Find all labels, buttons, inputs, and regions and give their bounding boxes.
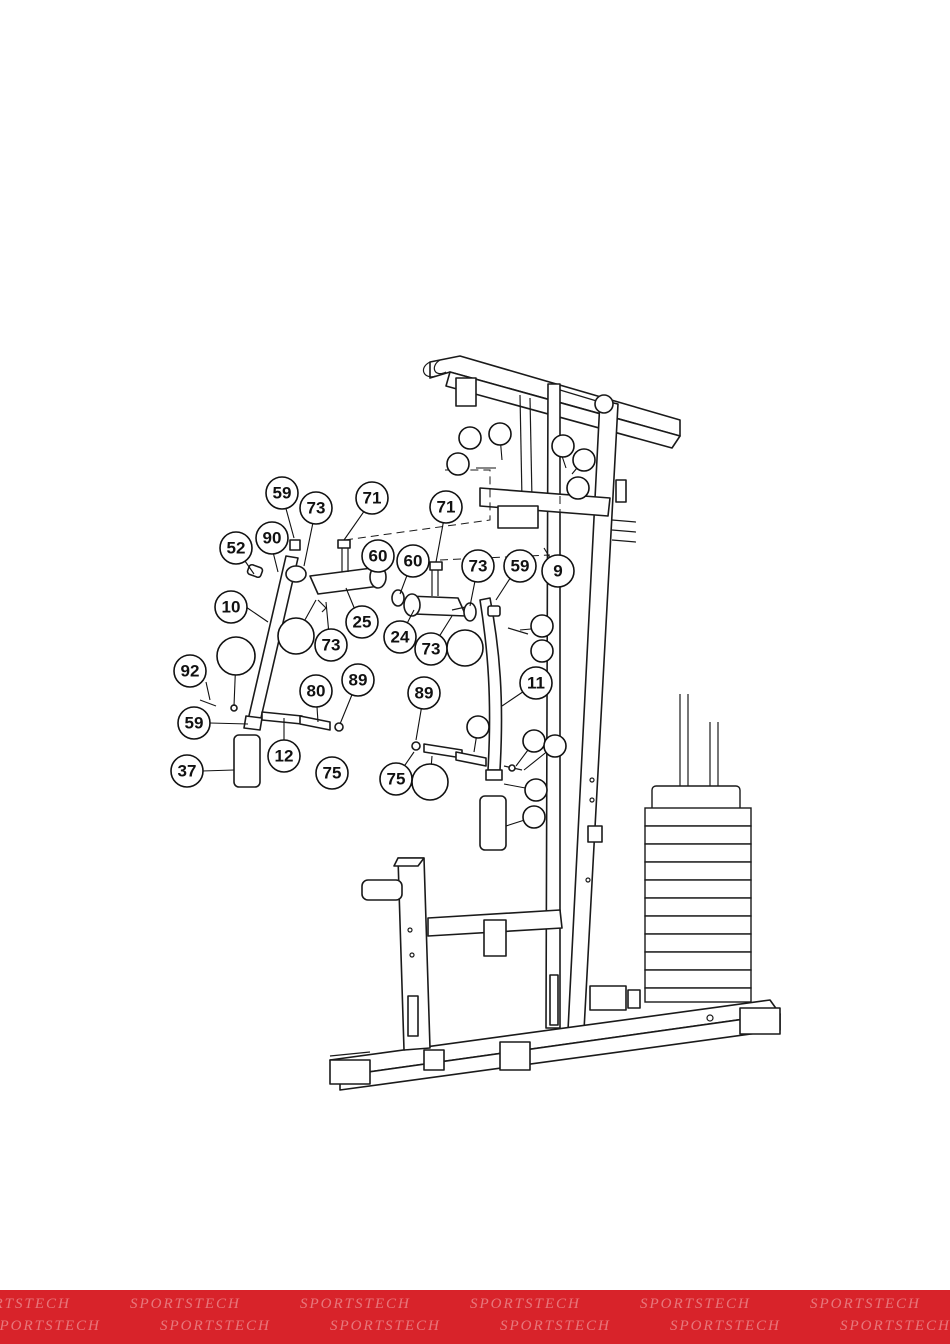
watermark-text: SPORTSTECH [640, 1296, 810, 1313]
svg-text:24: 24 [391, 628, 410, 647]
svg-text:73: 73 [322, 636, 341, 655]
callout-blank [525, 779, 547, 801]
callout-89: 89 [408, 677, 440, 709]
watermark-text: SPORTSTECH [670, 1318, 840, 1335]
callout-71: 71 [430, 491, 462, 523]
svg-text:59: 59 [185, 714, 204, 733]
callout-blank [573, 449, 595, 471]
svg-text:73: 73 [422, 640, 441, 659]
svg-text:12: 12 [275, 747, 294, 766]
callout-blank [567, 477, 589, 499]
callout-73: 73 [462, 550, 494, 582]
watermark-text: SPORTSTECH [300, 1296, 470, 1313]
brand-footer-band: SPORTSTECHSPORTSTECHSPORTSTECHSPORTSTECH… [0, 1290, 950, 1344]
watermark-text: SPORTSTECH [130, 1296, 300, 1313]
callout-blank [489, 423, 511, 445]
svg-text:60: 60 [404, 552, 423, 571]
callout-73: 73 [415, 633, 447, 665]
callout-blank [531, 640, 553, 662]
callout-12: 12 [268, 740, 300, 772]
watermark-text: SPORTSTECH [0, 1296, 130, 1313]
callout-60: 60 [362, 540, 394, 572]
svg-text:25: 25 [353, 613, 372, 632]
callout-52: 52 [220, 532, 252, 564]
watermark-text: SPORTSTECH [160, 1318, 330, 1335]
callout-73: 73 [315, 629, 347, 661]
svg-text:59: 59 [511, 557, 530, 576]
svg-text:73: 73 [469, 557, 488, 576]
svg-text:52: 52 [227, 539, 246, 558]
callout-blank [278, 618, 314, 654]
callout-blank [412, 764, 448, 800]
svg-text:9: 9 [553, 562, 562, 581]
callout-11: 11 [520, 667, 552, 699]
callout-blank [447, 630, 483, 666]
svg-text:75: 75 [323, 764, 342, 783]
callout-blank [552, 435, 574, 457]
callout-73: 73 [300, 492, 332, 524]
callout-71: 71 [356, 482, 388, 514]
callout-80: 80 [300, 675, 332, 707]
callout-blank [459, 427, 481, 449]
callout-59: 59 [266, 477, 298, 509]
callout-75: 75 [316, 757, 348, 789]
callout-60: 60 [397, 545, 429, 577]
watermark-text: SPORTSTECH [810, 1296, 950, 1313]
callout-75: 75 [380, 763, 412, 795]
callout-blank [467, 716, 489, 738]
svg-text:89: 89 [349, 671, 368, 690]
callout-blank [544, 735, 566, 757]
svg-text:10: 10 [222, 598, 241, 617]
svg-text:59: 59 [273, 484, 292, 503]
svg-text:73: 73 [307, 499, 326, 518]
callout-blank [447, 453, 469, 475]
svg-text:75: 75 [387, 770, 406, 789]
callout-9: 9 [542, 555, 574, 587]
watermark-text: SPORTSTECH [840, 1318, 950, 1335]
weight-stack [645, 694, 751, 1002]
watermark-text: SPORTSTECH [500, 1318, 670, 1335]
callout-59: 59 [178, 707, 210, 739]
callout-89: 89 [342, 664, 374, 696]
callout-37: 37 [171, 755, 203, 787]
svg-text:71: 71 [363, 489, 382, 508]
callout-blank [217, 637, 255, 675]
exploded-assembly-diagram: 9 10 11 12 24 25 37 52 59 59 59 60 60 71… [0, 0, 950, 1290]
watermark-text: SPORTSTECH [330, 1318, 500, 1335]
svg-text:11: 11 [527, 674, 545, 693]
svg-text:80: 80 [307, 682, 326, 701]
svg-text:37: 37 [178, 762, 197, 781]
svg-text:89: 89 [415, 684, 434, 703]
svg-text:92: 92 [181, 662, 200, 681]
callout-blank [523, 730, 545, 752]
callout-90: 90 [256, 522, 288, 554]
callout-25: 25 [346, 606, 378, 638]
callout-24: 24 [384, 621, 416, 653]
callout-10: 10 [215, 591, 247, 623]
watermark-row: SPORTSTECHSPORTSTECHSPORTSTECHSPORTSTECH… [0, 1296, 950, 1313]
callout-59: 59 [504, 550, 536, 582]
watermark-text: SPORTSTECH [470, 1296, 640, 1313]
callout-92: 92 [174, 655, 206, 687]
watermark-text: SPORTSTECH [0, 1318, 160, 1335]
callout-blank [523, 806, 545, 828]
svg-text:60: 60 [369, 547, 388, 566]
svg-text:90: 90 [263, 529, 282, 548]
callout-blank [531, 615, 553, 637]
svg-text:71: 71 [437, 498, 456, 517]
